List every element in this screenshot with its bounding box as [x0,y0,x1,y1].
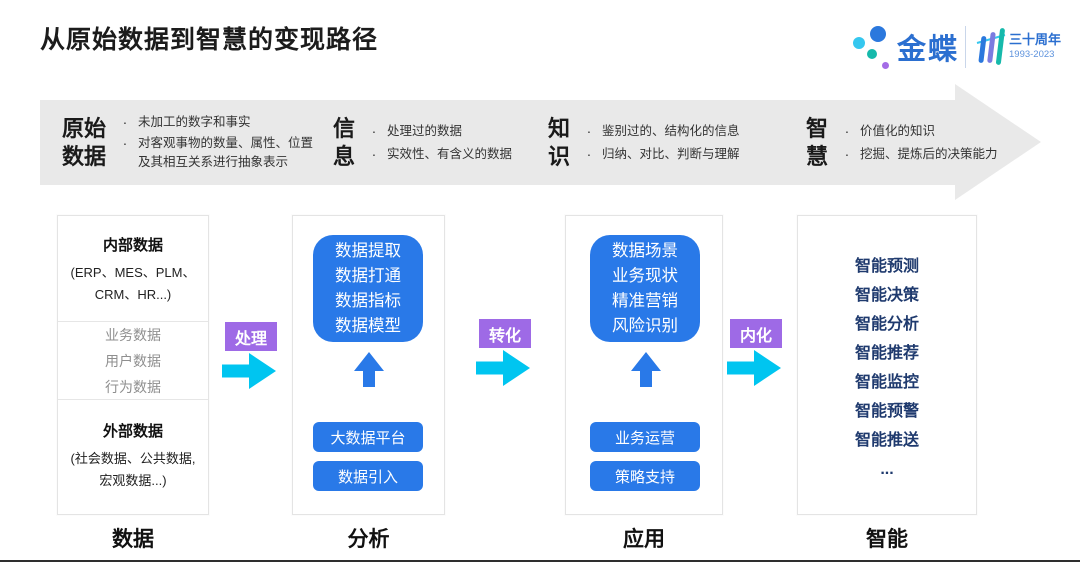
internal-data-title: 内部数据 [102,237,163,254]
stage-bullet: · 对客观事物的数量、属性、位置及其相互关系进行抽象表示 [112,134,316,172]
arrow-right-icon [476,348,532,393]
anniversary-years: 1993-2023 [1009,49,1055,60]
banner-stage-raw-data: 原始 数据 · 未加工的数字和事实 · 对客观事物的数量、属性、位置及其相互关系… [62,103,316,182]
data-import-chip: 数据引入 [313,461,423,491]
list-item: 智能推荐 [854,345,919,362]
stage-bullet: · 实效性、有含义的数据 [361,144,512,164]
stage-bullets: · 鉴别过的、结构化的信息 · 归纳、对比、判断与理解 [576,118,740,167]
stage-title: 知 识 [548,115,571,169]
external-data-section: 外部数据 (社会数据、公共数据, 宏观数据...) [58,400,208,514]
logo-dot-teal-icon [867,49,877,59]
stage-bullet: · 挖掘、提炼后的决策能力 [834,144,998,164]
stage-bullets: · 价值化的知识 · 挖掘、提炼后的决策能力 [834,118,998,167]
card-line: 业务现状 [612,266,678,285]
connector-badge-transform: 转化 [479,319,531,348]
bullet-dot-icon: · [122,134,128,151]
stage-bullet: · 归纳、对比、判断与理解 [576,144,740,164]
card-line: 数据模型 [335,316,401,335]
stage-title: 信 息 [333,115,356,169]
column-label-intelligence: 智能 [866,528,908,551]
big-data-platform-chip: 大数据平台 [313,422,423,452]
external-data-subtitle: (社会数据、公共数据, 宏观数据...) [70,451,196,488]
connector-badge-internalize: 内化 [730,319,782,348]
page-title: 从原始数据到智慧的变现路径 [40,26,379,54]
business-operation-chip: 业务运营 [590,422,700,452]
bullet-dot-icon: · [371,123,377,139]
card-line: 数据指标 [335,291,401,310]
stage-arrow-head [955,84,1041,200]
middle-data-section: 业务数据 用户数据 行为数据 [58,322,208,400]
card-line: 数据打通 [335,266,401,285]
list-item: ... [880,461,894,478]
card-line: 数据场景 [612,241,678,260]
bottom-border [0,560,1080,562]
bullet-dot-icon: · [586,146,592,162]
anniversary-strokes-icon [976,26,1006,75]
bullet-dot-icon: · [371,146,377,162]
intelligence-column-box [797,215,977,515]
banner-stage-information: 信 息 · 处理过的数据 · 实效性、有含义的数据 [333,103,512,182]
card-line: 风险识别 [612,316,678,335]
logo-dot-blue-icon [870,26,886,42]
card-line: 精准营销 [612,291,678,310]
arrow-right-icon [222,351,278,396]
bullet-dot-icon: · [844,146,850,162]
column-label-data: 数据 [112,528,154,551]
logo-divider [965,26,966,68]
stage-bullets: · 未加工的数字和事实 · 对客观事物的数量、属性、位置及其相互关系进行抽象表示 [112,112,316,174]
connector-badge-process: 处理 [225,322,277,351]
list-item: 智能决策 [854,287,919,304]
list-item: 智能监控 [854,374,919,391]
list-item: 业务数据 [105,326,161,343]
anniversary-text: 三十周年 1993-2023 [1009,32,1061,62]
data-column-box: 内部数据 (ERP、MES、PLM、CRM、HR...) 业务数据 用户数据 行… [57,215,209,515]
arrow-up-icon [354,352,384,392]
brand-name: 金蝶 [897,34,960,66]
logo-dot-purple-icon [882,62,889,69]
column-label-analysis: 分析 [347,528,390,551]
kingdee-logo: 金蝶 三十周年 1993-2023 [845,20,1063,76]
stage-title: 原始 数据 [62,115,107,169]
banner-stage-wisdom: 智 慧 · 价值化的知识 · 挖掘、提炼后的决策能力 [806,103,998,182]
bullet-dot-icon: · [122,114,128,131]
analysis-card: 数据提取 数据打通 数据指标 数据模型 [313,235,423,342]
list-item: 行为数据 [105,378,161,395]
logo-dot-cyan-icon [853,37,865,49]
banner-stage-knowledge: 知 识 · 鉴别过的、结构化的信息 · 归纳、对比、判断与理解 [548,103,740,182]
arrow-up-icon [631,352,661,392]
stage-bullet: · 处理过的数据 [361,121,512,141]
strategy-support-chip: 策略支持 [590,461,700,491]
stage-bullet: · 未加工的数字和事实 [112,113,316,132]
list-item: 智能推送 [854,432,919,449]
bullet-dot-icon: · [586,123,592,139]
external-data-title: 外部数据 [102,423,163,440]
internal-data-section: 内部数据 (ERP、MES、PLM、CRM、HR...) [58,216,208,322]
list-item: 智能预测 [854,258,919,275]
bullet-dot-icon: · [844,123,850,139]
stage-title: 智 慧 [806,115,829,169]
stage-bullets: · 处理过的数据 · 实效性、有含义的数据 [361,118,512,167]
intelligence-list: 智能预测 智能决策 智能分析 智能推荐 智能监控 智能预警 智能推送 ... [797,252,977,484]
list-item: 用户数据 [105,352,161,369]
anniversary-title: 三十周年 [1009,32,1062,47]
stage-bullet: · 鉴别过的、结构化的信息 [576,121,740,141]
arrow-right-icon [727,348,783,393]
column-label-application: 应用 [623,528,665,551]
list-item: 智能预警 [854,403,919,420]
stage-arrow-banner [40,100,956,185]
list-item: 智能分析 [854,316,919,333]
card-line: 数据提取 [335,241,401,260]
application-card: 数据场景 业务现状 精准营销 风险识别 [590,235,700,342]
internal-data-subtitle: (ERP、MES、PLM、CRM、HR...) [70,265,196,302]
stage-bullet: · 价值化的知识 [834,121,998,141]
